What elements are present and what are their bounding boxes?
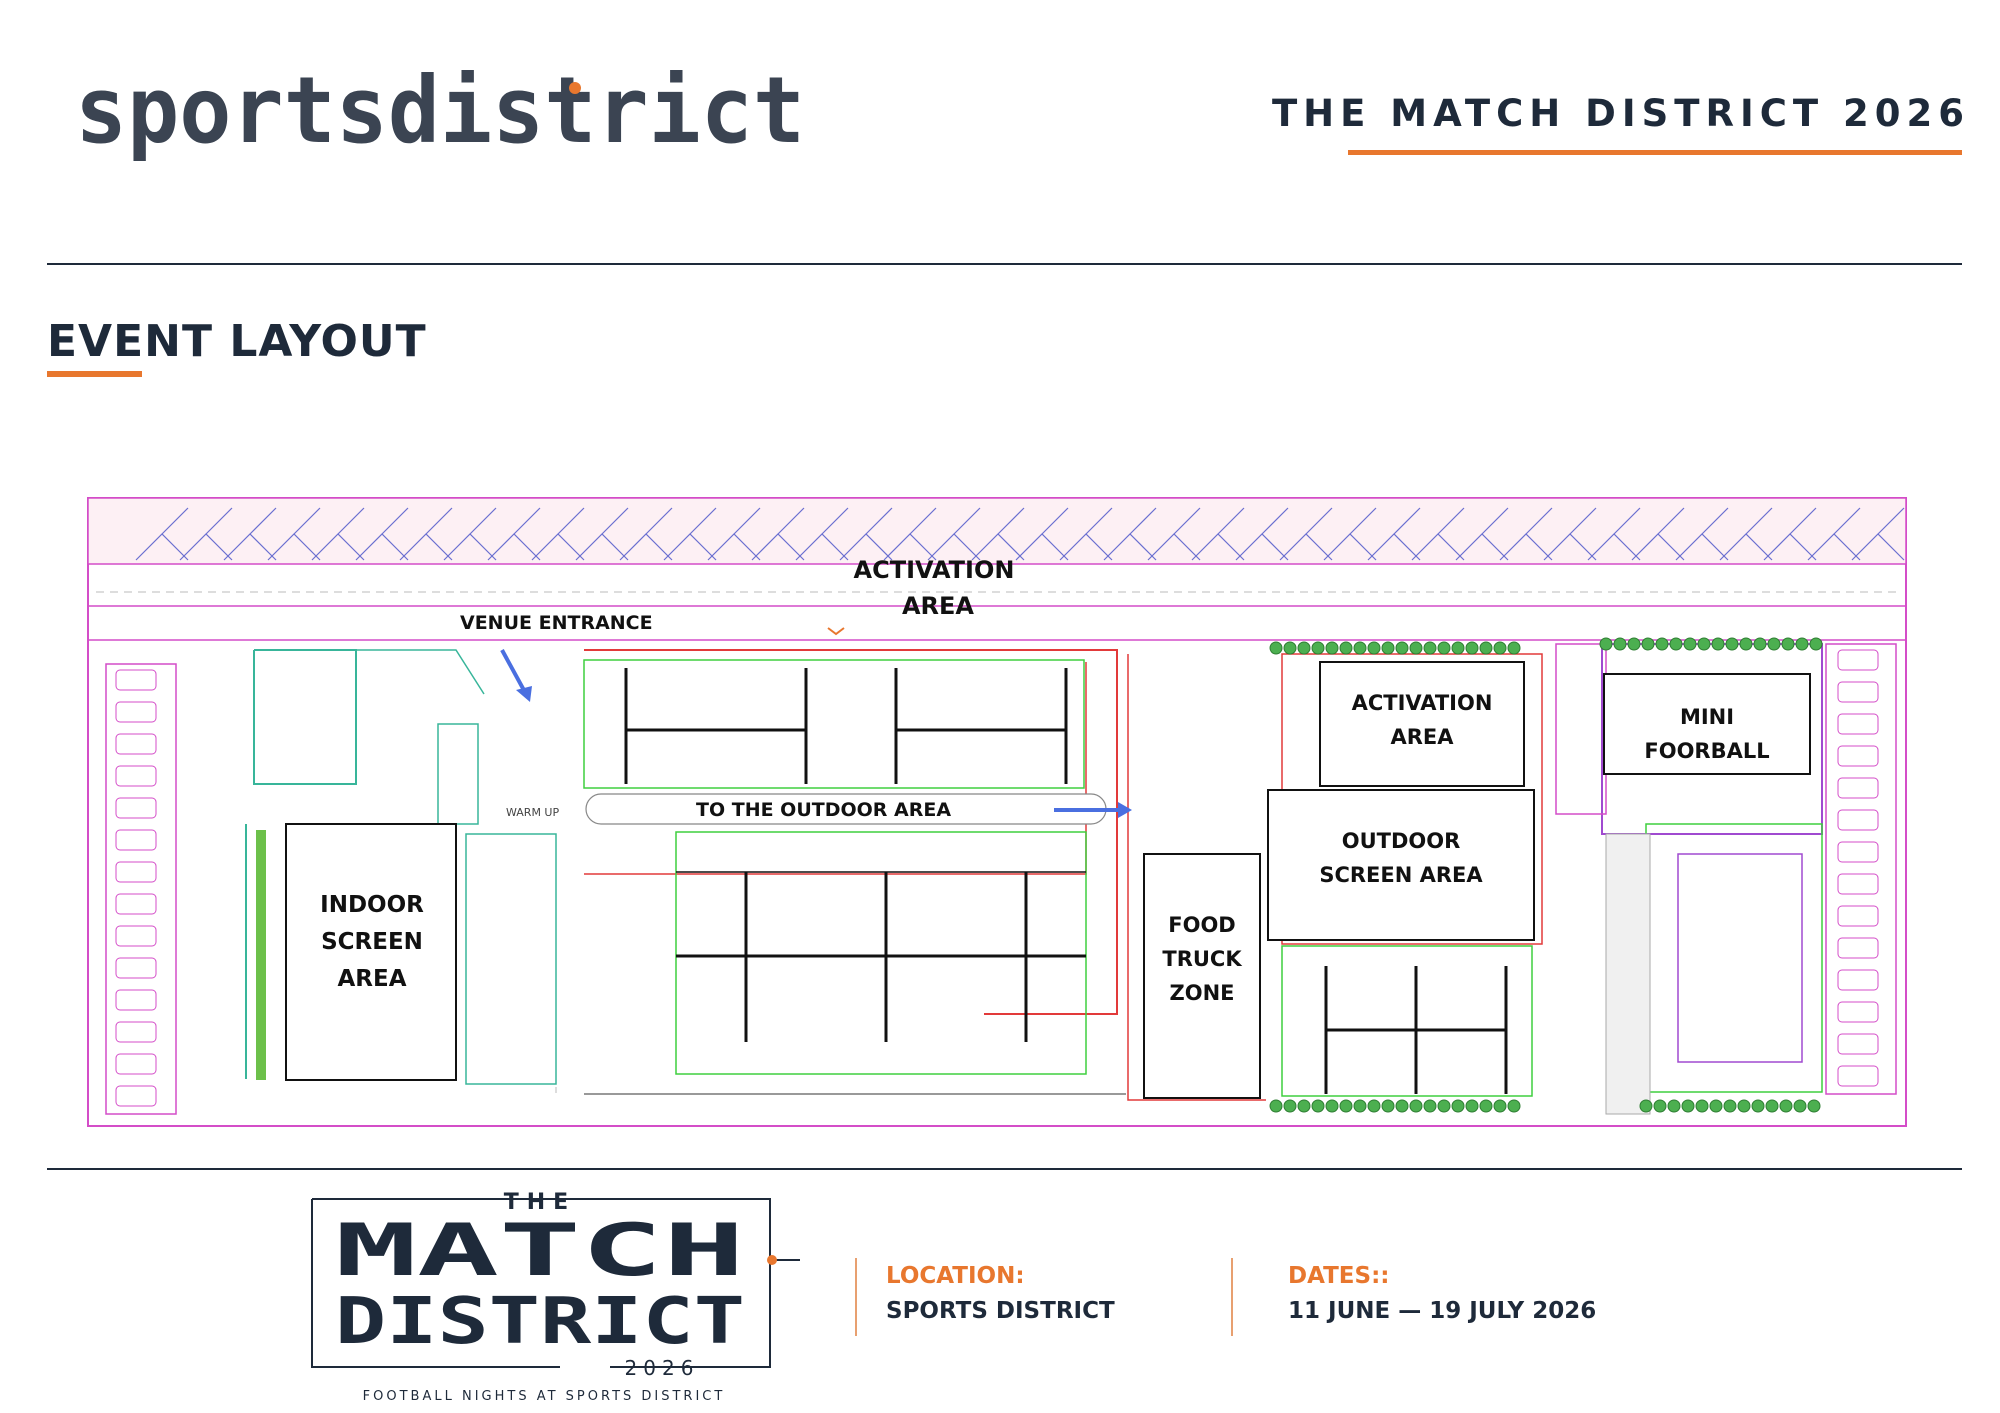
logo-district: DISTRICT (335, 1285, 745, 1359)
footer-separator-2 (1231, 1258, 1233, 1336)
label-outdoor-2: SCREEN AREA (1319, 863, 1483, 887)
section-title-underline (47, 371, 142, 377)
footer-separator-1 (855, 1258, 857, 1336)
label-indoor-1: INDOOR (320, 892, 424, 918)
match-district-logo: THE MATCH DISTRICT 2026 FOOTBALL NIGHTS … (311, 1190, 800, 1404)
label-outdoor-1: OUTDOOR (1342, 829, 1461, 853)
label-to-outdoor: TO THE OUTDOOR AREA (696, 799, 951, 821)
logo-year: 2026 (625, 1356, 700, 1380)
tree-rows (1269, 637, 1823, 1113)
label-activation-top-2: AREA (902, 592, 974, 620)
logo-match: MATCH (335, 1208, 745, 1292)
dates-label: DATES:: (1288, 1263, 1390, 1289)
label-mini-1: MINI (1680, 705, 1734, 729)
event-floor-plan: ACTIVATION AREA VENUE ENTRANCE TO THE OU… (87, 497, 1907, 1127)
side-parking (115, 649, 1879, 1107)
label-mini-2: FOORBALL (1644, 739, 1769, 763)
location-label: LOCATION: (886, 1263, 1025, 1289)
logo-dot-icon (569, 82, 581, 94)
brand-wordmark: sportsdistrict (75, 70, 805, 164)
label-venue-entrance: VENUE ENTRANCE (460, 612, 653, 634)
top-divider (47, 263, 1962, 265)
location-value: SPORTS DISTRICT (886, 1298, 1115, 1324)
label-indoor-3: AREA (337, 966, 406, 992)
event-title: THE MATCH DISTRICT 2026 (1271, 92, 1970, 135)
label-activation-right-1: ACTIVATION (1352, 691, 1493, 715)
label-indoor-2: SCREEN (321, 929, 423, 955)
diagonal-parking (135, 507, 1905, 561)
label-activation-top-1: ACTIVATION (854, 556, 1015, 584)
floor-plan-geometry (87, 497, 1907, 1127)
label-activation-right-2: AREA (1390, 725, 1454, 749)
logo-orange-dot-icon (767, 1255, 777, 1265)
logo-the: THE (504, 1190, 576, 1215)
label-food-3: ZONE (1170, 981, 1235, 1005)
section-title: EVENT LAYOUT (47, 316, 427, 367)
label-warm-up: WARM UP (506, 806, 559, 819)
dates-value: 11 JUNE — 19 JULY 2026 (1288, 1298, 1597, 1324)
bottom-divider (47, 1168, 1962, 1170)
label-food-1: FOOD (1168, 913, 1235, 937)
label-food-2: TRUCK (1162, 947, 1242, 971)
logo-tagline: FOOTBALL NIGHTS AT SPORTS DISTRICT (363, 1389, 726, 1404)
sportsdistrict-logo: sportsdistrict (75, 70, 805, 164)
event-title-underline (1348, 150, 1962, 155)
